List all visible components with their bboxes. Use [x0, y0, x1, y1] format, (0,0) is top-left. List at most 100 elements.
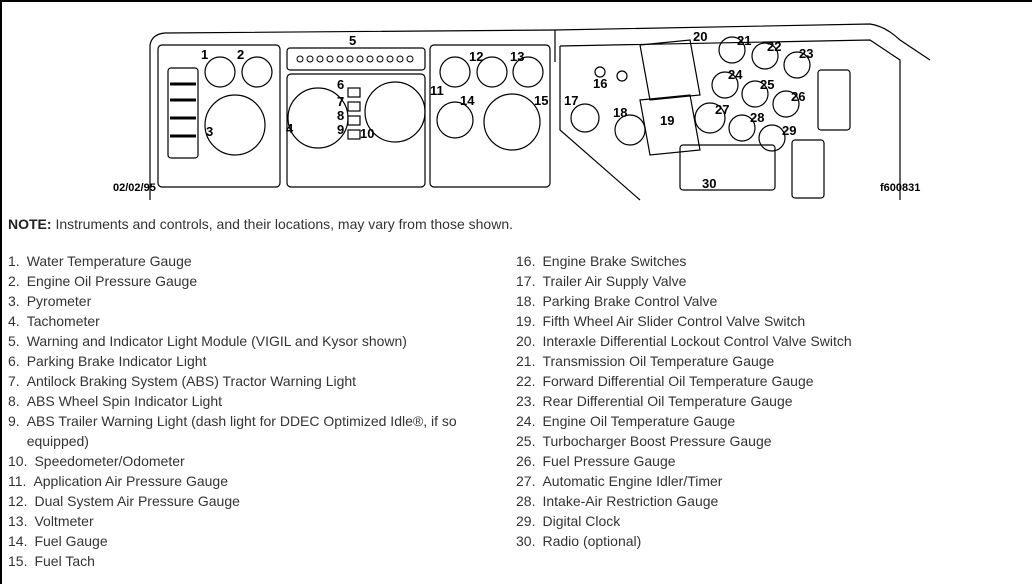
legend-item: 27.Automatic Engine Idler/Timer — [516, 471, 1016, 491]
item-text: Automatic Engine Idler/Timer — [542, 473, 723, 489]
item-number: 19. — [516, 313, 536, 329]
legend-item: 24.Engine Oil Temperature Gauge — [516, 411, 1016, 431]
figure-id: f600831 — [880, 182, 920, 194]
item-number: 5. — [8, 333, 20, 349]
svg-text:3: 3 — [206, 124, 213, 139]
item-text: Tachometer — [26, 313, 100, 329]
item-number: 16. — [516, 253, 536, 269]
legend-item: 10. Speedometer/Odometer — [8, 451, 488, 471]
item-text: Radio (optional) — [542, 533, 642, 549]
svg-text:18: 18 — [613, 105, 627, 120]
item-text: Water Temperature Gauge — [26, 253, 192, 269]
item-number: 10. — [8, 453, 28, 469]
vent-left — [167, 67, 199, 159]
legend-item: 3. Pyrometer — [8, 291, 488, 311]
legend-item: 20.Interaxle Differential Lockout Contro… — [516, 331, 1016, 351]
item-number: 25. — [516, 433, 536, 449]
legend-item: 5. Warning and Indicator Light Module (VI… — [8, 331, 488, 351]
item-text: Warning and Indicator Light Module (VIGI… — [26, 333, 407, 349]
legend-item: 29. Digital Clock — [516, 511, 1016, 531]
item-text: Engine Oil Temperature Gauge — [542, 413, 736, 429]
item-text: ABS Trailer Warning Light (dash light fo… — [26, 413, 457, 449]
angled-panel — [559, 39, 901, 201]
item-number: 13. — [8, 513, 28, 529]
item-text: Application Air Pressure Gauge — [33, 473, 228, 489]
legend-item: 6. Parking Brake Indicator Light — [8, 351, 488, 371]
center-panel — [286, 73, 426, 188]
svg-text:5: 5 — [349, 33, 356, 48]
item-text: Fuel Tach — [34, 553, 95, 569]
item-number: 29. — [516, 513, 536, 529]
note-label: NOTE: — [8, 216, 52, 232]
svg-text:13: 13 — [510, 49, 524, 64]
legend-item: 21.Transmission Oil Temperature Gauge — [516, 351, 1016, 371]
svg-text:19: 19 — [660, 113, 674, 128]
note: NOTE: Instruments and controls, and thei… — [8, 216, 513, 232]
legend-item: 1.Water Temperature Gauge — [8, 251, 488, 271]
legend-item: 12. Dual System Air Pressure Gauge — [8, 491, 488, 511]
item-text: Rear Differential Oil Temperature Gauge — [542, 393, 793, 409]
item-number: 14. — [8, 533, 28, 549]
item-text: Transmission Oil Temperature Gauge — [542, 353, 775, 369]
legend-item: 14. Fuel Gauge — [8, 531, 488, 551]
item-text: Turbocharger Boost Pressure Gauge — [542, 433, 772, 449]
legend-item: 25. Turbocharger Boost Pressure Gauge — [516, 431, 1016, 451]
item-number: 17. — [516, 273, 536, 289]
light-module — [286, 47, 426, 71]
item-text: Pyrometer — [26, 293, 92, 309]
svg-text:1: 1 — [201, 47, 208, 62]
svg-text:11: 11 — [430, 83, 444, 98]
note-text: Instruments and controls, and their loca… — [51, 216, 513, 232]
item-number: 2. — [8, 273, 20, 289]
svg-text:2: 2 — [237, 47, 244, 62]
legend-item: 22. Forward Differential Oil Temperature … — [516, 371, 1016, 391]
item-number: 4. — [8, 313, 20, 329]
svg-text:9: 9 — [337, 122, 344, 137]
legend-item: 11.Application Air Pressure Gauge — [8, 471, 488, 491]
item-text: Fuel Gauge — [34, 533, 108, 549]
svg-text:8: 8 — [337, 108, 344, 123]
item-text: Speedometer/Odometer — [34, 453, 185, 469]
item-number: 28. — [516, 493, 536, 509]
legend-item: 15.Fuel Tach — [8, 551, 488, 571]
svg-text:24: 24 — [728, 67, 743, 82]
svg-text:25: 25 — [760, 77, 774, 92]
svg-text:30: 30 — [702, 176, 716, 191]
item-text: Fifth Wheel Air Slider Control Valve Swi… — [542, 313, 806, 329]
legend-item: 26.Fuel Pressure Gauge — [516, 451, 1016, 471]
item-text: Forward Differential Oil Temperature Gau… — [542, 373, 814, 389]
item-text: Digital Clock — [542, 513, 621, 529]
item-text: Parking Brake Control Valve — [542, 293, 718, 309]
item-number: 22. — [516, 373, 536, 389]
item-number: 9. — [8, 413, 20, 429]
svg-text:28: 28 — [750, 110, 764, 125]
left-panel — [157, 44, 281, 188]
svg-text:6: 6 — [337, 77, 344, 92]
item-text: Voltmeter — [34, 513, 94, 529]
item-text: Antilock Braking System (ABS) Tractor Wa… — [26, 373, 357, 389]
legend-item: 30.Radio (optional) — [516, 531, 1016, 551]
svg-text:16: 16 — [593, 76, 607, 91]
item-number: 7. — [8, 373, 20, 389]
legend-item: 8.ABS Wheel Spin Indicator Light — [8, 391, 488, 411]
legend-item: 2.Engine Oil Pressure Gauge — [8, 271, 488, 291]
item-number: 26. — [516, 453, 536, 469]
svg-text:14: 14 — [460, 93, 475, 108]
item-number: 3. — [8, 293, 20, 309]
legend-item: 23. Rear Differential Oil Temperature Gau… — [516, 391, 1016, 411]
item-text: Interaxle Differential Lockout Control V… — [542, 333, 852, 349]
legend-item: 17.Trailer Air Supply Valve — [516, 271, 1016, 291]
item-text: Dual System Air Pressure Gauge — [34, 493, 240, 509]
item-text: Parking Brake Indicator Light — [26, 353, 207, 369]
item-number: 6. — [8, 353, 20, 369]
svg-text:27: 27 — [715, 102, 729, 117]
legend-item: 4. Tachometer — [8, 311, 488, 331]
svg-text:7: 7 — [337, 94, 344, 109]
item-number: 23. — [516, 393, 536, 409]
item-number: 12. — [8, 493, 28, 509]
item-number: 18. — [516, 293, 536, 309]
radio — [679, 144, 776, 191]
